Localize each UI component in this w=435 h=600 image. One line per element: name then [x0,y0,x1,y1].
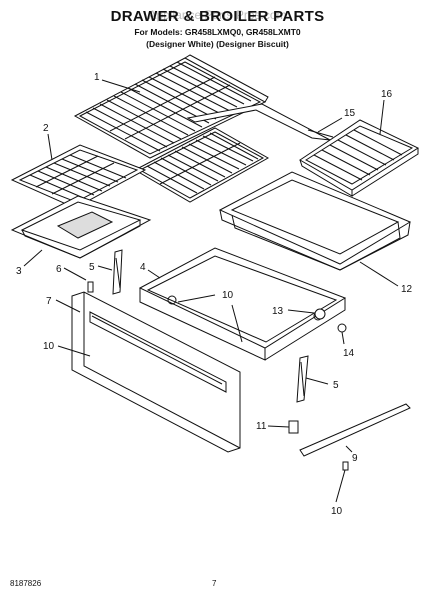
drawer-slide-right-part [296,355,309,403]
callout-13: 13 [272,306,284,317]
callout-1: 1 [94,72,100,83]
drawer-slide-left-part [112,249,123,295]
callout-10c: 10 [331,506,343,517]
callout-3: 3 [16,266,22,277]
document-number: 8187826 [10,579,42,588]
broiler-pan-insert-part [10,144,147,209]
colors-line: (Designer White) (Designer Biscuit) [146,39,289,49]
callout-16: 16 [381,89,393,100]
callout-6: 6 [56,264,62,275]
callout-10a: 10 [43,341,55,352]
fastener-part [314,308,347,333]
callout-10b: 10 [222,290,234,301]
callout-11: 11 [256,421,267,432]
bottom-screw-part [342,461,349,471]
drawer-pan-part [218,171,412,271]
models-line: For Models: GR458LXMQ0, GR458LXMT0 [134,27,301,37]
drawer-front-panel-part [71,291,241,453]
leader-lines [23,79,399,503]
clip-part [288,420,299,434]
oven-rack-part [73,54,269,159]
callout-5a: 5 [89,262,95,273]
page-title: DRAWER & BROILER PARTS [110,8,325,25]
broiler-grid-part [299,119,420,197]
callout-9: 9 [352,453,358,464]
broiler-pan-part [10,195,152,259]
oven-rack-lower-part [133,127,270,203]
callout-14: 14 [343,348,355,359]
page-header: DRAWER & BROILER PARTS For Models: GR458… [0,8,435,50]
rack-guide-part [186,103,334,141]
drawer-frame-part [138,247,347,361]
callout-7: 7 [46,296,52,307]
drawer-rod-part [299,403,411,457]
callout-12: 12 [401,284,413,295]
page-number: 7 [212,579,217,588]
screw-part [87,281,94,293]
callout-4: 4 [140,262,146,273]
callout-2: 2 [43,123,49,134]
callout-15: 15 [344,108,356,119]
callout-5b: 5 [333,380,339,391]
